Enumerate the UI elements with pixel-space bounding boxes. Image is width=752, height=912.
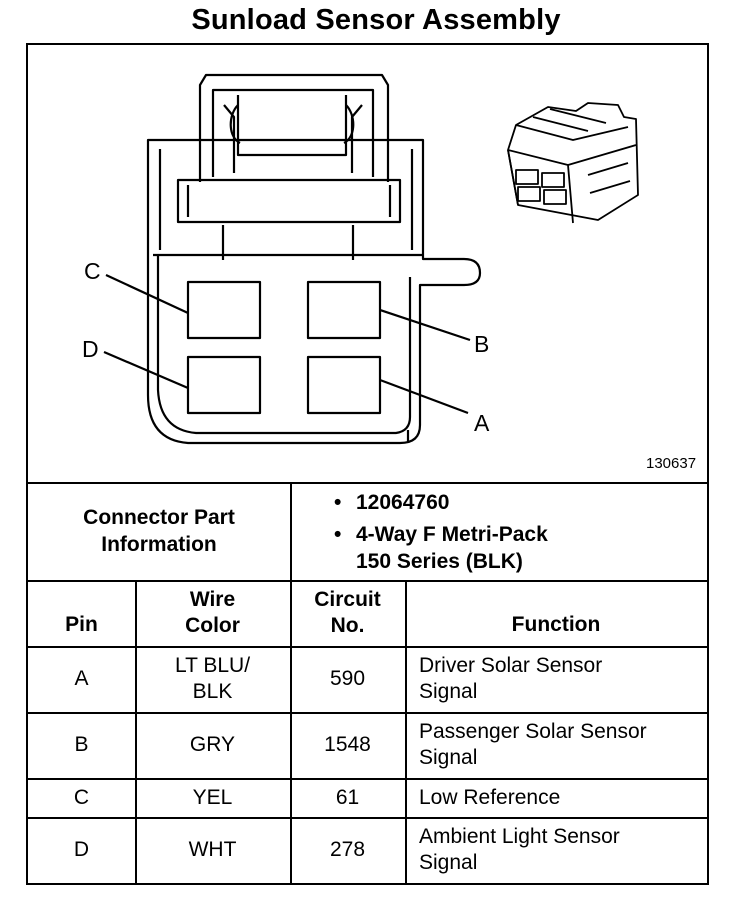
- row-a-wire-color: LT BLU/BLK: [174, 654, 251, 703]
- connector-diagram: C D B A: [82, 73, 639, 445]
- divider-row-b: [28, 778, 707, 780]
- row-a-circuit: 590: [329, 667, 366, 690]
- pin-label-b: B: [474, 331, 489, 357]
- divider-diagram: [28, 482, 707, 484]
- leader-c: [105, 274, 189, 314]
- connector-part-details: 12064760 4-Way F Metri-Pack 150 Series (…: [328, 489, 548, 575]
- divider-connector: [28, 580, 707, 582]
- divider-row-c: [28, 817, 707, 819]
- divider-connector-col: [290, 482, 292, 580]
- connector-body: [146, 138, 482, 445]
- cavity-c: [186, 280, 262, 340]
- connector-iso-view: [507, 102, 639, 224]
- divider-wire-col: [290, 580, 292, 885]
- row-d-pin: D: [73, 838, 90, 861]
- row-c-circuit: 61: [335, 785, 360, 809]
- part-number: 12064760: [328, 489, 548, 516]
- row-d-wire-color: WHT: [188, 838, 237, 861]
- divider-circuit-col: [405, 580, 407, 885]
- cavity-b: [306, 280, 382, 340]
- header-function: Function: [511, 613, 601, 636]
- figure-number: 130637: [646, 455, 697, 472]
- divider-row-a: [28, 712, 707, 714]
- pin-label-d: D: [82, 336, 99, 362]
- row-d-circuit: 278: [329, 838, 366, 861]
- row-c-pin: C: [73, 785, 90, 809]
- row-c-wire-color: YEL: [192, 785, 233, 809]
- leader-a: [379, 378, 469, 415]
- cavity-d: [186, 355, 262, 415]
- connector-part-info-label: Connector Part Information: [83, 506, 235, 556]
- pin-label-c: C: [84, 258, 101, 284]
- divider-header: [28, 646, 707, 648]
- row-b-pin: B: [74, 733, 89, 756]
- page-title: Sunload Sensor Assembly: [191, 4, 561, 36]
- row-c-function: Low Reference: [419, 785, 561, 809]
- leader-b: [379, 308, 471, 342]
- cavity-a: [306, 355, 382, 415]
- leader-d: [103, 350, 189, 390]
- pin-label-a: A: [474, 410, 490, 436]
- row-b-wire-color: GRY: [189, 733, 236, 756]
- header-pin: Pin: [65, 613, 98, 636]
- row-b-circuit: 1548: [324, 733, 371, 756]
- divider-pin-col: [135, 580, 137, 885]
- connector-description: 4-Way F Metri-Pack 150 Series (BLK): [328, 521, 548, 575]
- connector-latch: [176, 73, 402, 260]
- row-a-pin: A: [74, 667, 89, 690]
- sensor-info-frame: C D B A 130637 Connector Part Informatio…: [26, 43, 709, 885]
